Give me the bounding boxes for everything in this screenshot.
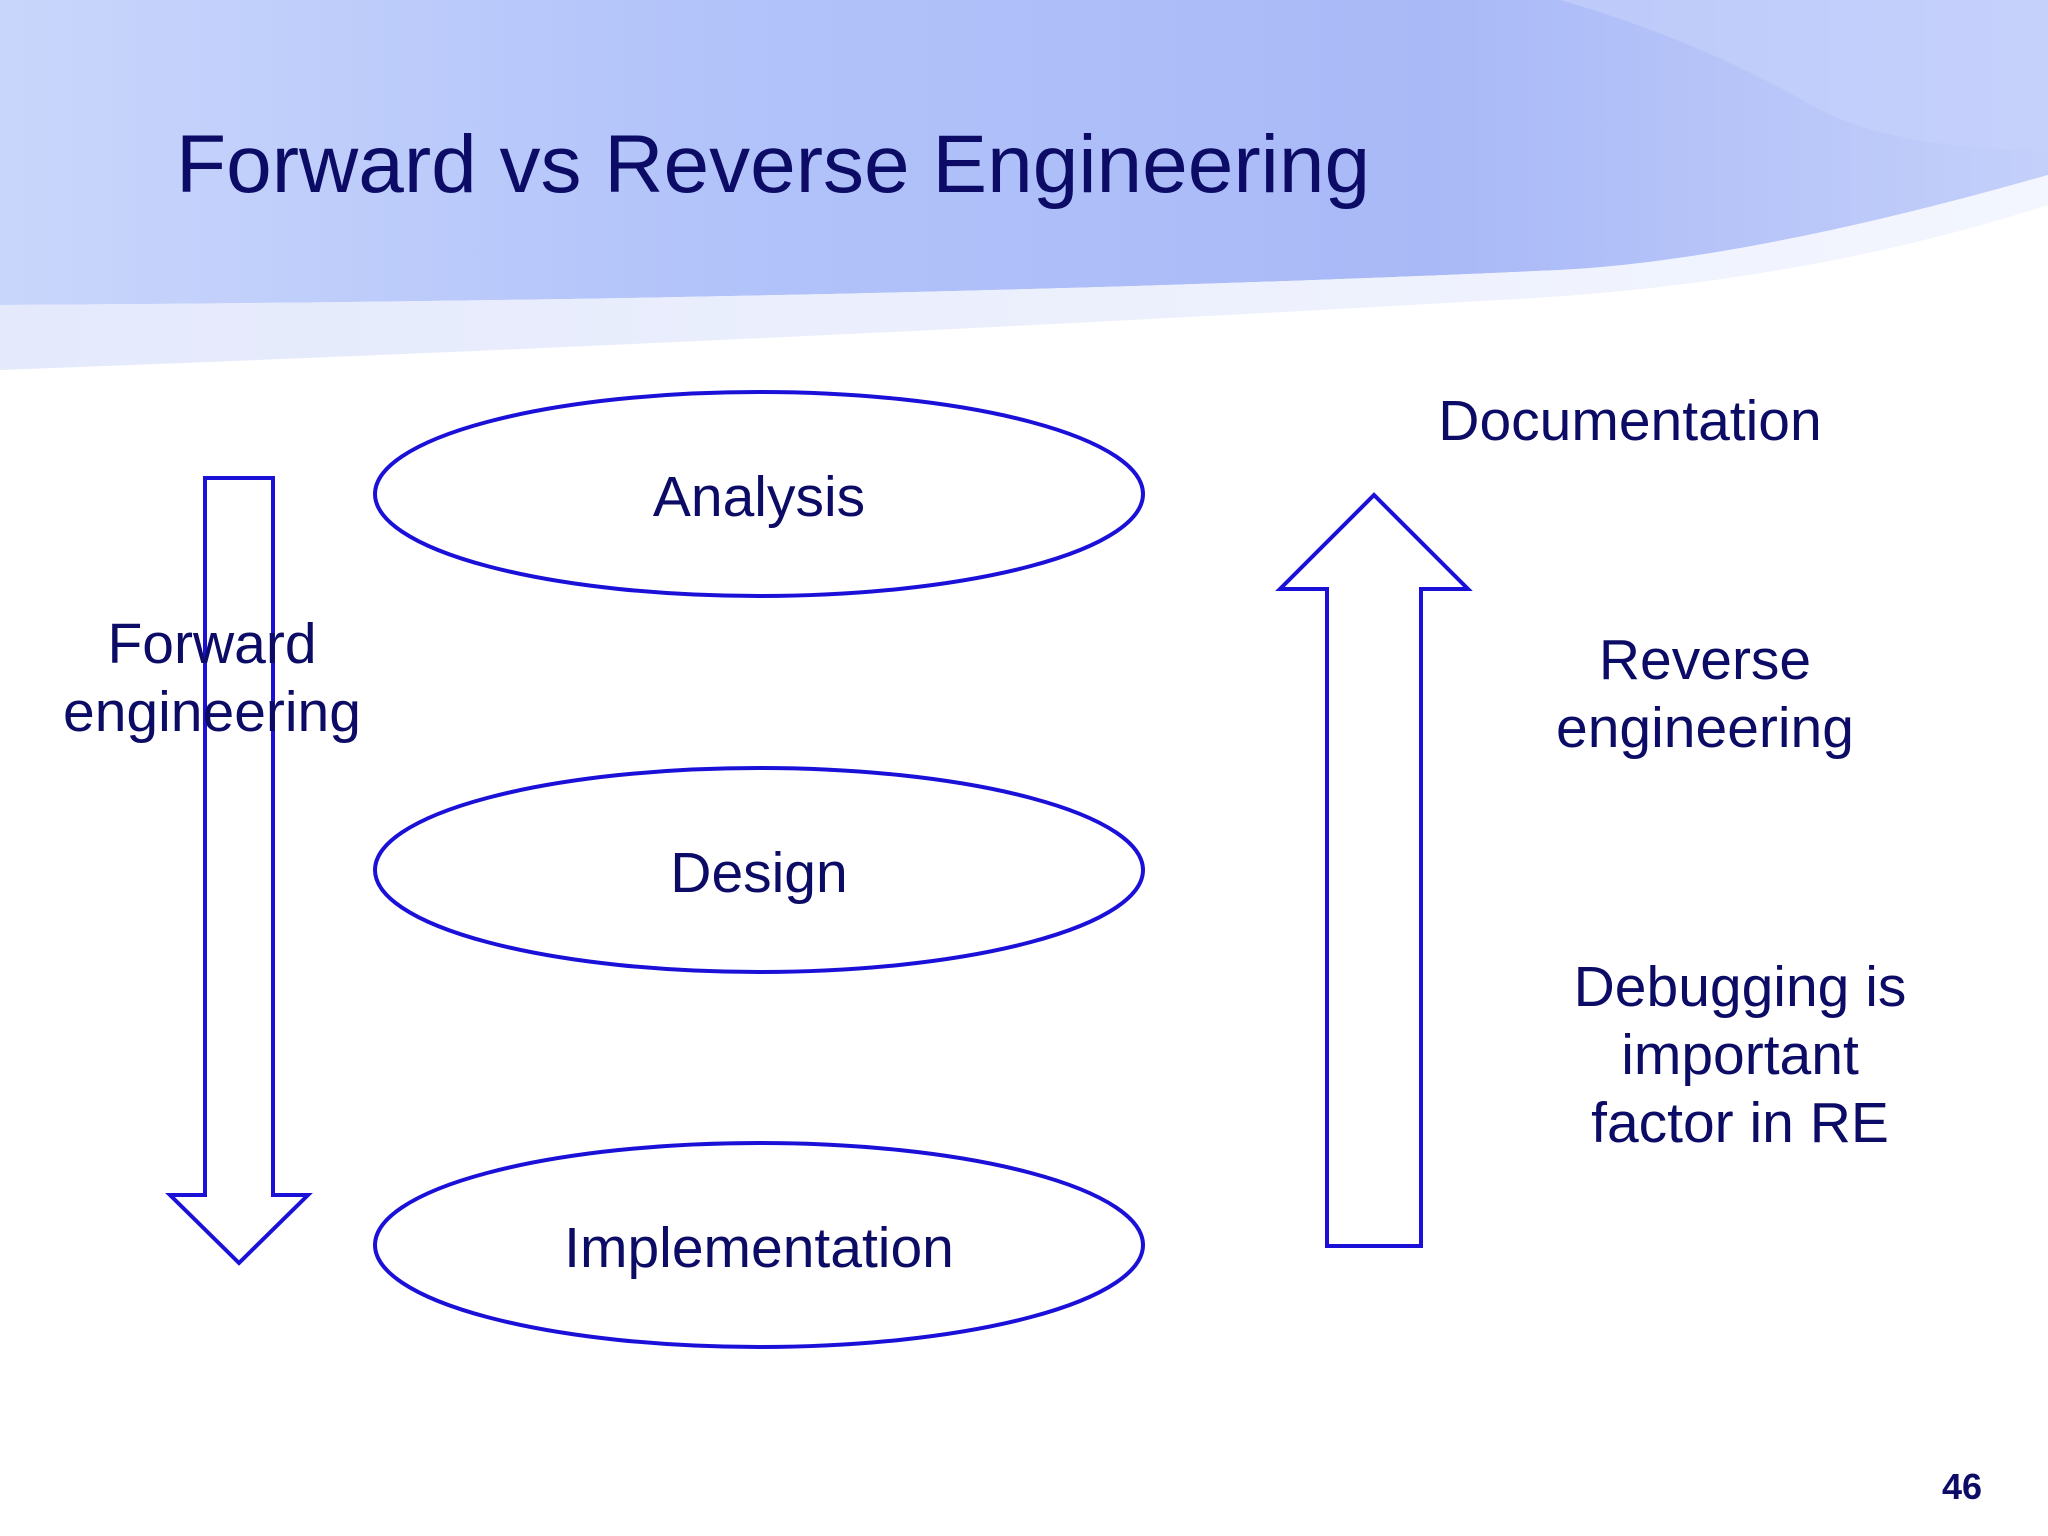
analysis-ellipse [373, 390, 1145, 598]
forward-label-line-2: engineering [63, 680, 361, 744]
reverse-engineering-label: Reverse engineering [1530, 626, 1880, 762]
documentation-label: Documentation [1438, 389, 1822, 453]
note-line-1: Debugging is [1573, 955, 1907, 1019]
slide-title: Forward vs Reverse Engineering [176, 119, 1371, 210]
design-ellipse [373, 766, 1145, 974]
note-line-2: important [1621, 1023, 1859, 1087]
forward-engineering-label: Forward engineering [62, 610, 362, 746]
reverse-arrow [1275, 492, 1473, 1248]
debugging-note: Debugging is important factor in RE [1545, 953, 1935, 1157]
reverse-label-line-1: Reverse [1598, 628, 1812, 692]
reverse-label-line-2: engineering [1556, 696, 1854, 760]
stage-design-label: Design [670, 841, 848, 905]
forward-arrow [165, 476, 313, 1266]
note-line-3: factor in RE [1591, 1091, 1889, 1155]
stage-analysis-label: Analysis [652, 465, 866, 529]
page-number: 46 [1941, 1466, 1982, 1507]
forward-label-line-1: Forward [107, 612, 317, 676]
implementation-ellipse [373, 1141, 1145, 1349]
stage-implementation-label: Implementation [564, 1216, 954, 1280]
